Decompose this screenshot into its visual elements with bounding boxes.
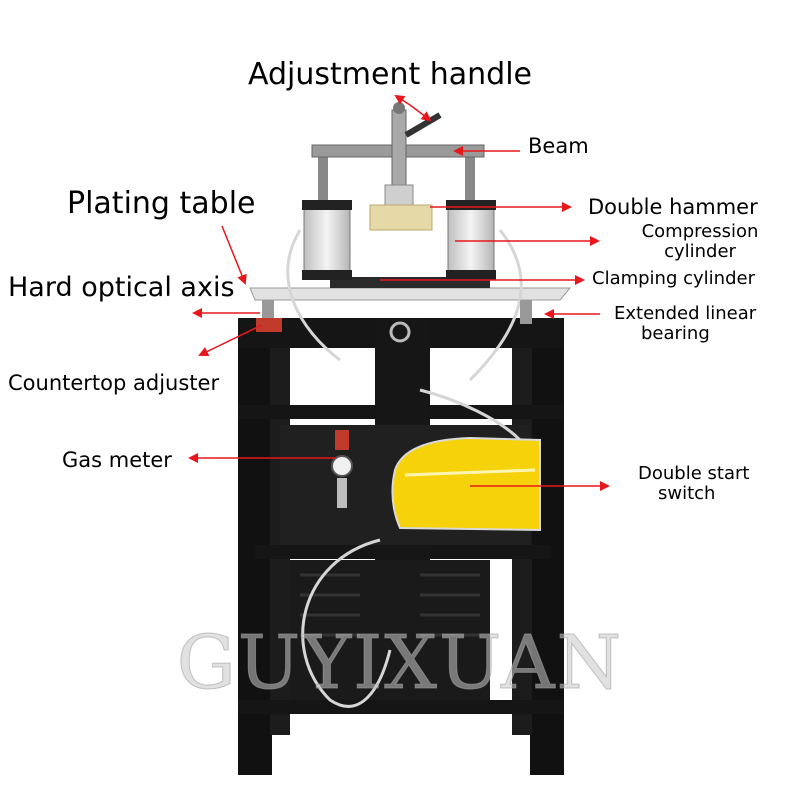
label-double-hammer: Double hammer [588,195,758,219]
label-countertop-adjuster: Countertop adjuster [8,371,220,395]
extended-linear-bearing [520,300,532,324]
arrow-handle-right [409,104,432,122]
label-adjustment-handle: Adjustment handle [248,57,533,92]
plating-table [249,277,572,301]
label-compression-cylinder-line2: cylinder [664,240,736,262]
label-beam: Beam [528,134,589,158]
label-double-start-switch-line2: switch [658,482,716,504]
label-extended-linear-bearing-line1: Extended linear [614,303,757,324]
compression-cylinders [302,150,496,280]
label-hard-optical-axis: Hard optical axis [8,272,235,303]
arrow-plating-table [221,225,247,285]
label-double-start-switch-line1: Double start [638,463,750,484]
double-hammer [369,184,433,231]
label-clamping-cylinder: Clamping cylinder [592,268,755,289]
air-tubes [286,229,523,708]
label-compression-cylinder: Compression cylinder [630,222,770,262]
leader-arrows [188,94,610,491]
label-extended-linear-bearing: Extended linear bearing [614,304,756,344]
beam-assembly [311,102,485,191]
double-start-switch [391,436,541,532]
label-compression-cylinder-line1: Compression [641,221,759,242]
watermark-text: GUYIXUAN [176,620,624,707]
gas-meter-unit [331,430,353,508]
label-plating-table: Plating table [67,186,256,221]
arrow-handle-left [394,94,411,106]
countertop-adjuster [256,318,282,332]
machine-frame [238,318,564,775]
label-extended-linear-bearing-line2: bearing [641,322,710,344]
arrow-countertop-adjuster [198,324,263,357]
label-gas-meter: Gas meter [62,448,172,472]
label-double-start-switch: Double start switch [638,464,749,504]
